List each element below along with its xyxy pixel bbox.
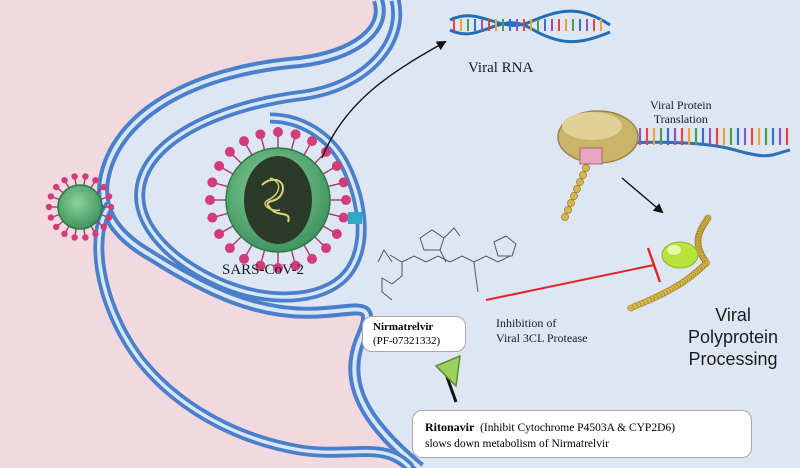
release-arrow: [321, 41, 447, 159]
translation-arrow: [621, 177, 664, 214]
inhibition-label-line1: Inhibition of: [496, 316, 557, 330]
extracellular-region: [0, 0, 420, 468]
external-virus-icon: [45, 173, 115, 241]
viral-rna-label: Viral RNA: [468, 60, 534, 76]
ribosome-icon: [557, 110, 791, 221]
translation-label-line2: Translation: [653, 112, 708, 126]
virus-name-label: SARS-CoV-2: [222, 262, 304, 278]
nirmatrelvir-box: Nirmatrelvir (PF-07321332): [362, 316, 466, 352]
ace2-receptor-icon: [348, 212, 362, 224]
ritonavir-arrow: [434, 354, 461, 403]
ritonavir-name: Ritonavir: [425, 420, 475, 434]
translation-label-line1: Viral Protein: [650, 98, 712, 112]
ritonavir-box: Ritonavir (Inhibit Cytochrome P4503A & C…: [412, 410, 752, 458]
inhibition-line: [485, 247, 662, 301]
ritonavir-line2: slows down metabolism of Nirmatrelvir: [425, 438, 609, 450]
translation-label: Viral Protein Translation: [650, 98, 712, 126]
processing-label-line1: Viral: [715, 305, 751, 325]
processing-label-line2: Polyprotein: [688, 327, 779, 347]
nirmatrelvir-name: Nirmatrelvir: [373, 321, 434, 333]
virus-particle-icon: [205, 127, 351, 273]
inhibition-label-line2: Viral 3CL Protease: [496, 331, 588, 345]
ritonavir-detail: (Inhibit Cytochrome P4503A & CYP2D6): [480, 422, 675, 434]
nirmatrelvir-code: (PF-07321332): [373, 335, 441, 347]
inhibition-label: Inhibition of Viral 3CL Protease: [496, 316, 587, 346]
processing-label-line3: Processing: [688, 349, 778, 369]
nirmatrelvir-structure-icon: [377, 227, 517, 301]
protease-icon: [627, 214, 712, 312]
processing-label: Viral Polyprotein Processing: [688, 304, 778, 370]
rna-helix-icon: [449, 9, 611, 44]
